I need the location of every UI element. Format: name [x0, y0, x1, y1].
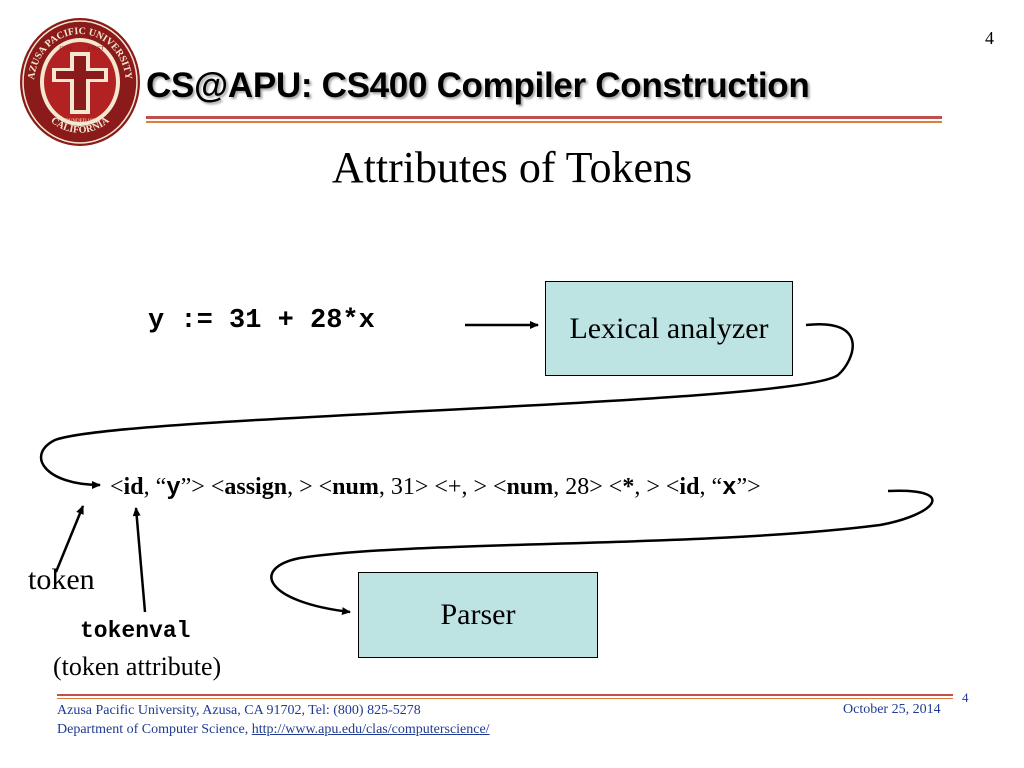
token-text: < — [487, 474, 507, 500]
token-text: < — [204, 474, 225, 500]
footer-divider-red — [57, 694, 953, 696]
arrow-lexer-to-token-stream — [39, 322, 854, 489]
token-plus: <+, > — [428, 474, 487, 500]
parser-label: Parser — [440, 598, 516, 631]
seal-motto-left: GOD — [60, 46, 74, 52]
token-name-times: * — [622, 474, 635, 500]
token-name-num: num — [332, 474, 379, 500]
token-text: , > — [634, 474, 660, 500]
token-name-assign: assign — [224, 474, 288, 500]
token-text: , 28> — [553, 474, 603, 500]
footer-department-text: Department of Computer Science, — [57, 722, 252, 737]
token-text: , “ — [143, 474, 167, 500]
footer-page-number: 4 — [962, 690, 969, 705]
lexical-analyzer-box: Lexical analyzer — [545, 281, 793, 376]
footer-address: Azusa Pacific University, Azusa, CA 9170… — [57, 703, 421, 718]
token-text: < — [110, 474, 124, 500]
header-divider-orange — [146, 121, 942, 123]
token-value-y: y — [166, 475, 181, 502]
token-text: ”> — [180, 474, 205, 500]
label-tokenval: tokenval — [80, 618, 191, 644]
lexical-analyzer-label: Lexical analyzer — [569, 311, 769, 345]
token-name-id: id — [123, 474, 144, 500]
arrow-tokenval-label — [132, 507, 147, 613]
seal-founded-text: FOUNDED 1899 — [62, 119, 98, 124]
token-value-x: x — [722, 475, 737, 502]
footer-department-link[interactable]: http://www.apu.edu/clas/computerscience/ — [251, 722, 490, 737]
footer-divider-orange — [57, 698, 953, 699]
token-name-id: id — [679, 474, 700, 500]
token-stream: <id, “y”> <assign, > <num, 31> <+, > <nu… — [110, 474, 761, 502]
slide-title: Attributes of Tokens — [331, 143, 693, 192]
course-header-title: CS@APU: CS400 Compiler Construction — [146, 66, 810, 105]
page-number-top: 4 — [985, 28, 994, 48]
token-text: < — [312, 474, 333, 500]
parser-box: Parser — [358, 572, 598, 658]
label-token-attribute: (token attribute) — [53, 652, 222, 681]
footer-department: Department of Computer Science, http://w… — [57, 722, 490, 738]
arrow-token-label — [54, 505, 85, 573]
university-seal-logo: AZUSA PACIFIC UNIVERSITY CALIFORNIA GOD … — [20, 18, 140, 146]
token-text: , “ — [699, 474, 723, 500]
seal-motto-right: FIRST — [88, 46, 105, 52]
arrow-token-stream-to-parser — [270, 489, 934, 616]
header-divider-red — [146, 116, 942, 119]
token-text: < — [659, 474, 680, 500]
source-expression: y := 31 + 28*x — [148, 306, 375, 336]
token-text: < — [602, 474, 623, 500]
footer-date: October 25, 2014 — [843, 702, 941, 717]
token-text: , 31> — [378, 474, 429, 500]
token-text: , > — [287, 474, 313, 500]
token-name-num: num — [506, 474, 554, 500]
token-text: ”> — [736, 474, 761, 500]
label-token: token — [28, 563, 95, 596]
